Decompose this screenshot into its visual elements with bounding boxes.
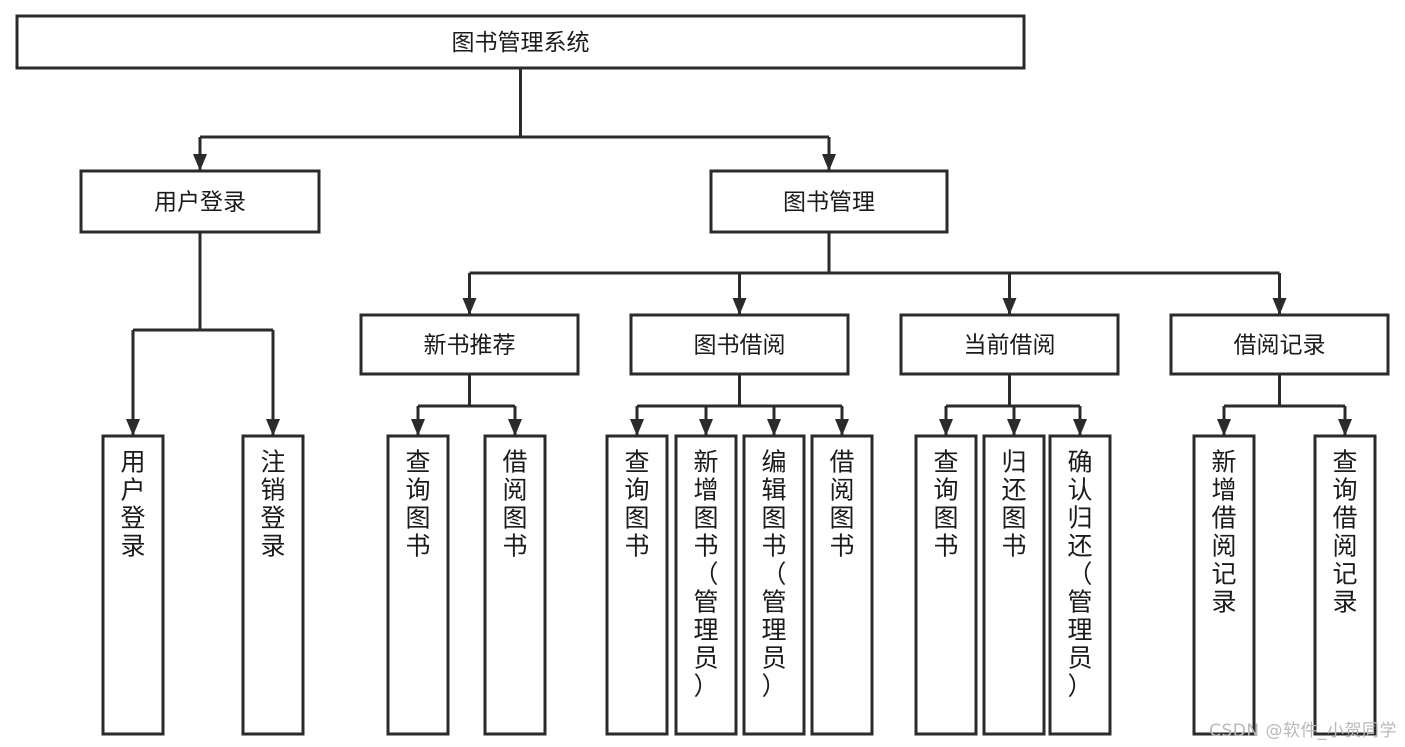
node-leaf-add-record[interactable]: 新增借阅记录 <box>1192 434 1256 736</box>
node-leaf-borrow-book-2[interactable]: 借阅图书 <box>810 434 874 736</box>
node-leaf-user-login[interactable]: 用户登录 <box>101 434 165 736</box>
node-new-book-recommend-box[interactable] <box>359 313 580 376</box>
node-book-manage[interactable]: 图书管理 <box>709 169 949 234</box>
node-current-borrow[interactable]: 当前借阅 <box>899 313 1120 376</box>
node-leaf-query-book-1[interactable]: 查询图书 <box>386 434 450 736</box>
node-leaf-borrow-book-2-label: 借阅图书 <box>829 448 854 561</box>
node-user-login-box[interactable] <box>79 169 321 234</box>
node-leaf-user-login-label: 用户登录 <box>120 448 145 561</box>
arrowhead-node <box>732 298 747 315</box>
connector-layer <box>126 68 1352 436</box>
arrowhead-node <box>462 298 477 315</box>
node-leaf-query-book-3[interactable]: 查询图书 <box>914 434 978 736</box>
arrowhead-node <box>822 154 836 171</box>
arrowhead-node <box>939 419 953 436</box>
node-leaf-query-book-1-box[interactable] <box>386 434 450 736</box>
node-leaf-user-login-box[interactable] <box>101 434 165 736</box>
arrowhead-node <box>1007 419 1021 436</box>
node-leaf-confirm-return[interactable]: 确认归还（管理员） <box>1048 434 1112 736</box>
node-book-borrow-label: 图书借阅 <box>694 333 786 359</box>
node-root-node-box[interactable] <box>15 14 1026 70</box>
node-leaf-logout-label: 注销登录 <box>260 448 285 561</box>
node-root-node-label: 图书管理系统 <box>452 30 590 56</box>
node-leaf-edit-book-label: 编辑图书（管理员） <box>761 448 786 701</box>
node-leaf-query-record[interactable]: 查询借阅记录 <box>1313 434 1377 736</box>
node-new-book-recommend[interactable]: 新书推荐 <box>359 313 580 376</box>
node-borrow-record-label: 借阅记录 <box>1234 333 1326 359</box>
node-leaf-borrow-book-1-label: 借阅图书 <box>502 448 527 561</box>
node-leaf-logout-box[interactable] <box>241 434 305 736</box>
node-borrow-record[interactable]: 借阅记录 <box>1169 313 1390 376</box>
arrowhead-node <box>266 419 280 436</box>
node-leaf-add-book[interactable]: 新增图书（管理员） <box>674 434 738 736</box>
node-layer: 图书管理系统用户登录图书管理新书推荐图书借阅当前借阅借阅记录用户登录注销登录查询… <box>15 14 1390 736</box>
arrowhead-node <box>835 419 849 436</box>
node-leaf-query-book-2-box[interactable] <box>605 434 669 736</box>
arrowhead-node <box>1217 419 1231 436</box>
node-leaf-borrow-book-2-box[interactable] <box>810 434 874 736</box>
arrowhead-node <box>1338 419 1352 436</box>
node-leaf-add-book-label: 新增图书（管理员） <box>693 448 718 701</box>
node-leaf-return-book-box[interactable] <box>982 434 1046 736</box>
node-borrow-record-box[interactable] <box>1169 313 1390 376</box>
arrowhead-node <box>126 419 140 436</box>
node-book-manage-label: 图书管理 <box>783 190 875 216</box>
node-leaf-query-book-1-label: 查询图书 <box>405 448 430 561</box>
node-leaf-borrow-book-1-box[interactable] <box>483 434 547 736</box>
node-leaf-query-book-2-label: 查询图书 <box>624 448 649 561</box>
node-current-borrow-box[interactable] <box>899 313 1120 376</box>
node-leaf-query-book-3-label: 查询图书 <box>933 448 958 561</box>
node-book-borrow-box[interactable] <box>629 313 850 376</box>
arrowhead-node <box>1272 298 1287 315</box>
node-book-manage-box[interactable] <box>709 169 949 234</box>
node-root-node[interactable]: 图书管理系统 <box>15 14 1026 70</box>
node-leaf-confirm-return-label: 确认归还（管理员） <box>1067 448 1092 701</box>
node-user-login[interactable]: 用户登录 <box>79 169 321 234</box>
arrowhead-node <box>1073 419 1087 436</box>
arrowhead-node <box>508 419 522 436</box>
node-current-borrow-label: 当前借阅 <box>964 333 1056 359</box>
node-book-borrow[interactable]: 图书借阅 <box>629 313 850 376</box>
node-leaf-query-book-2[interactable]: 查询图书 <box>605 434 669 736</box>
arrowhead-node <box>699 419 713 436</box>
arrowhead-node <box>193 154 207 171</box>
arrowhead-node <box>1002 298 1017 315</box>
node-leaf-add-book-box[interactable] <box>674 434 738 736</box>
node-leaf-add-record-box[interactable] <box>1192 434 1256 736</box>
node-leaf-return-book[interactable]: 归还图书 <box>982 434 1046 736</box>
node-leaf-add-record-label: 新增借阅记录 <box>1211 448 1236 617</box>
node-leaf-edit-book[interactable]: 编辑图书（管理员） <box>742 434 806 736</box>
arrowhead-node <box>767 419 781 436</box>
node-leaf-logout[interactable]: 注销登录 <box>241 434 305 736</box>
node-leaf-edit-book-box[interactable] <box>742 434 806 736</box>
node-leaf-query-book-3-box[interactable] <box>914 434 978 736</box>
node-leaf-query-record-label: 查询借阅记录 <box>1332 448 1357 617</box>
node-user-login-label: 用户登录 <box>154 190 246 216</box>
node-leaf-query-record-box[interactable] <box>1313 434 1377 736</box>
node-leaf-return-book-label: 归还图书 <box>1001 448 1026 561</box>
arrowhead-node <box>630 419 644 436</box>
arrowhead-node <box>411 419 425 436</box>
node-new-book-recommend-label: 新书推荐 <box>424 333 516 359</box>
node-leaf-confirm-return-box[interactable] <box>1048 434 1112 736</box>
node-leaf-borrow-book-1[interactable]: 借阅图书 <box>483 434 547 736</box>
